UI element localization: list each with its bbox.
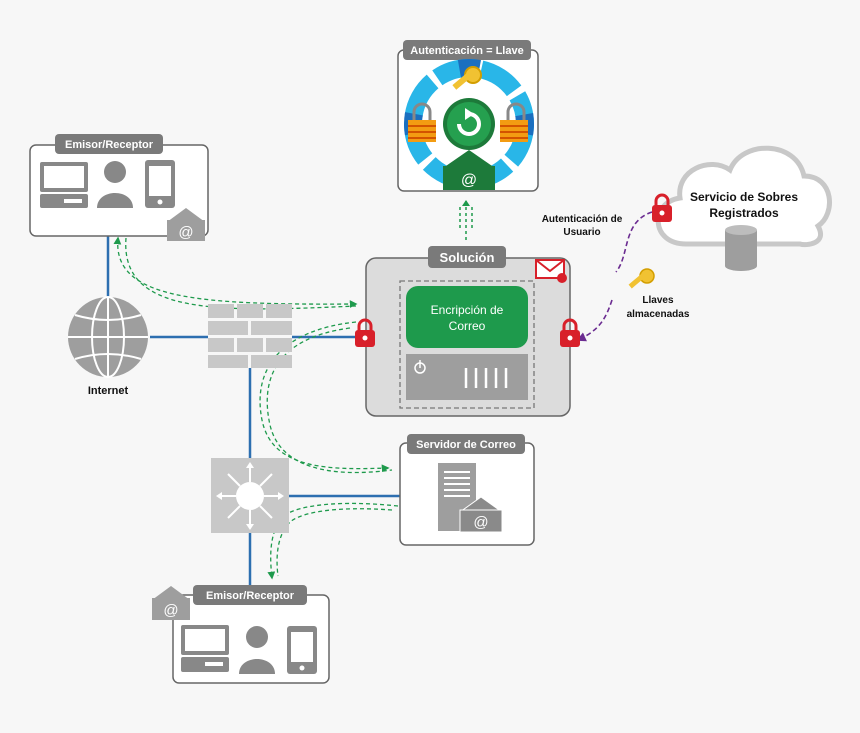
panel-title: Emisor/Receptor — [65, 139, 154, 151]
keys-label-line1: Llaves — [642, 295, 674, 306]
panel-title: Autenticación = Llave — [410, 45, 523, 57]
solution-panel: Solución Encripción de Correo — [365, 246, 571, 417]
svg-text:@: @ — [461, 172, 477, 189]
right-padlock-icon — [500, 102, 528, 142]
left-padlock-icon — [355, 318, 375, 347]
stored-key-icon — [628, 268, 655, 289]
right-padlock-icon — [560, 318, 580, 347]
phone-icon — [287, 626, 317, 674]
encryption-label-line1: Encripción de — [431, 303, 504, 317]
panel-title: Solución — [440, 250, 495, 265]
computer-icon — [181, 625, 229, 672]
svg-text:@: @ — [163, 602, 178, 619]
panel-title: Servidor de Correo — [416, 439, 516, 451]
panel-title: Emisor/Receptor — [206, 590, 295, 602]
internet-label: Internet — [88, 385, 129, 397]
mail-server-panel: Servidor de Correo @ — [399, 434, 535, 546]
firewall-brick-wall-icon — [208, 304, 292, 368]
server-appliance-icon — [406, 354, 528, 400]
cloud-auth-arrows — [576, 211, 653, 342]
left-padlock-icon — [408, 102, 436, 142]
svg-text:@: @ — [473, 514, 488, 531]
network-lines — [106, 236, 400, 596]
encryption-label-line2: Correo — [449, 319, 486, 333]
key-icon — [452, 66, 482, 90]
envelope-at-icon: @ — [167, 208, 205, 241]
phone-icon — [145, 160, 175, 208]
server-rack-icon — [438, 463, 476, 531]
envelope-at-icon: @ — [152, 586, 190, 620]
user-auth-label-line1: Autenticación de — [542, 214, 623, 225]
auth-flow-arrow — [459, 200, 473, 240]
computer-icon — [40, 162, 88, 208]
user-icon — [239, 626, 275, 674]
database-icon — [725, 225, 757, 271]
network-switch-icon — [211, 458, 289, 533]
cloud-label-line1: Servicio de Sobres — [690, 190, 798, 204]
keys-label-line2: almacenadas — [627, 309, 690, 320]
sender-receiver-top-panel: Emisor/Receptor @ — [29, 134, 209, 241]
sender-receiver-bottom-panel: Emisor/Receptor @ — [152, 585, 330, 684]
internet-globe-icon — [68, 296, 148, 378]
cloud-padlock-icon — [652, 193, 672, 222]
panel-title-badge — [55, 134, 163, 154]
svg-text:@: @ — [178, 224, 193, 241]
cloud-label-line2: Registrados — [709, 206, 779, 220]
user-icon — [97, 161, 133, 208]
mail-alert-icon — [535, 259, 567, 283]
authentication-key-panel: Autenticación = Llave @ — [397, 40, 539, 192]
envelope-at-icon: @ — [443, 150, 495, 190]
encryption-module: Encripción de Correo — [406, 286, 528, 348]
user-auth-label-line2: Usuario — [563, 227, 600, 238]
envelope-at-icon: @ — [459, 496, 503, 533]
